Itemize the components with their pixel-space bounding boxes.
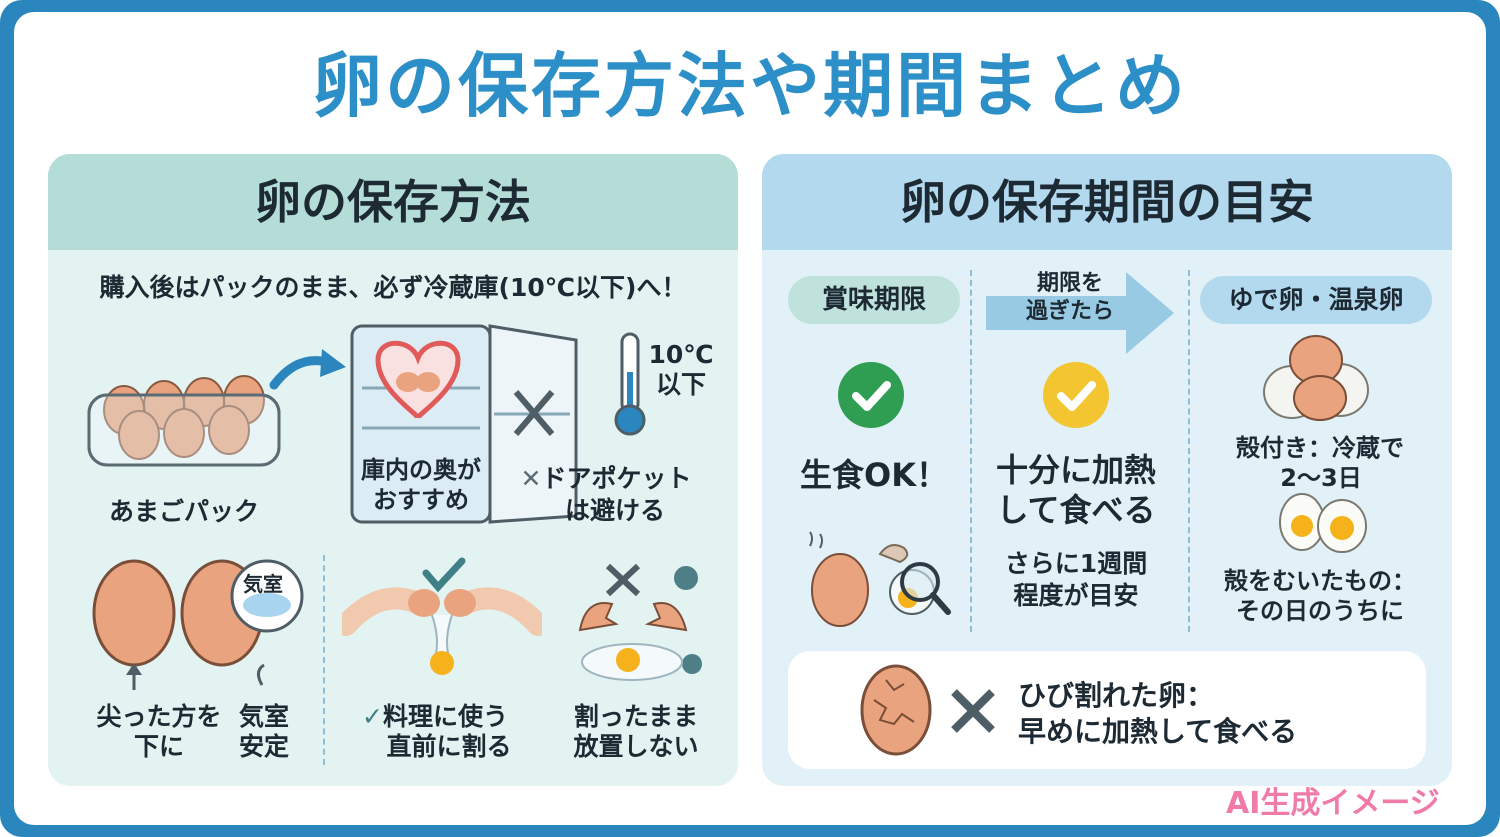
pack-label: あまごパック	[108, 497, 259, 526]
cracked-egg-text-2: 早めに加熱して食べる	[1018, 715, 1298, 748]
crack-label-1: ✓料理に使う	[340, 702, 530, 732]
storage-period-heading: 卵の保存期間の目安	[762, 154, 1452, 250]
boiled-egg-pill: ゆで卵・温泉卵	[1200, 276, 1432, 324]
after-expiry-label-1: 期限を	[1036, 271, 1103, 296]
cracked-egg-text-1: ひび割れた卵：	[1018, 679, 1215, 712]
air-cell-label: 気室	[243, 572, 283, 596]
page-title: 卵の保存方法や期間まとめ	[312, 45, 1188, 127]
left-divider	[323, 555, 325, 765]
intro-text: 購入後はパックのまま、必ず冷蔵庫(10℃以下)へ！	[99, 273, 687, 302]
shelled-period-1: 殻付き：冷蔵で	[1236, 434, 1404, 462]
right-divider-1	[970, 270, 972, 632]
cracking-egg-illustration	[342, 557, 542, 675]
x-icon: ✕	[520, 464, 542, 493]
cook-sub-2: 程度が目安	[1013, 581, 1139, 610]
door-label-1: ✕ドアポケット	[506, 464, 706, 494]
boiled-eggs-illustration	[1263, 335, 1369, 421]
cook-text-1: 十分に加熱	[995, 451, 1156, 489]
cracked-egg-left-out-illustration	[578, 563, 702, 681]
storage-method-heading: 卵の保存方法	[48, 154, 738, 250]
egg-inspection-illustration	[809, 531, 951, 627]
egg-pack-illustration	[87, 375, 281, 467]
peeled-period-1: 殻をむいたもの：	[1224, 567, 1416, 595]
leave-label-2: 放置しない	[573, 732, 699, 761]
thermometer-icon	[614, 332, 646, 436]
stable-label-1: 気室	[238, 702, 289, 731]
fridge-label-2: おすすめ	[373, 486, 469, 514]
stable-label-2: 安定	[238, 732, 289, 761]
crack-text-1: 料理に使う	[382, 702, 508, 731]
temp-label-1: 10℃	[648, 340, 714, 369]
shelled-period-2: 2〜3日	[1280, 464, 1362, 492]
fridge-label-1: 庫内の奥が	[361, 456, 481, 484]
raw-ok-text: 生食OK！	[799, 456, 948, 494]
check-icon: ✓	[362, 702, 383, 731]
ai-generated-watermark: AI生成イメージ	[1226, 786, 1440, 821]
peeled-egg-illustration	[1279, 493, 1367, 553]
after-expiry-arrow	[986, 272, 1174, 354]
peeled-period-2: その日のうちに	[1236, 597, 1404, 625]
door-text-1: ドアポケット	[541, 464, 692, 493]
egg-orientation-illustration	[92, 559, 304, 690]
green-check-icon	[838, 362, 904, 428]
fridge-illustration	[350, 324, 578, 524]
door-label-2: は避ける	[564, 496, 665, 525]
pointed-label-1: 尖った方を	[96, 702, 222, 731]
pointed-label-2: 下に	[133, 732, 184, 761]
cook-sub-1: さらに1週間	[1004, 549, 1148, 578]
arrow-to-fridge-icon	[269, 349, 346, 390]
cook-text-2: して食べる	[996, 491, 1156, 529]
best-before-pill: 賞味期限	[788, 276, 960, 324]
after-expiry-label-2: 過ぎたら	[1025, 299, 1114, 324]
crack-label-2: 直前に割る	[386, 732, 512, 761]
leave-label-1: 割ったまま	[573, 702, 699, 731]
right-divider-2	[1188, 270, 1190, 632]
cracked-egg-icon	[860, 664, 995, 756]
temp-label-2: 以下	[655, 370, 706, 399]
yellow-check-icon	[1043, 362, 1109, 428]
